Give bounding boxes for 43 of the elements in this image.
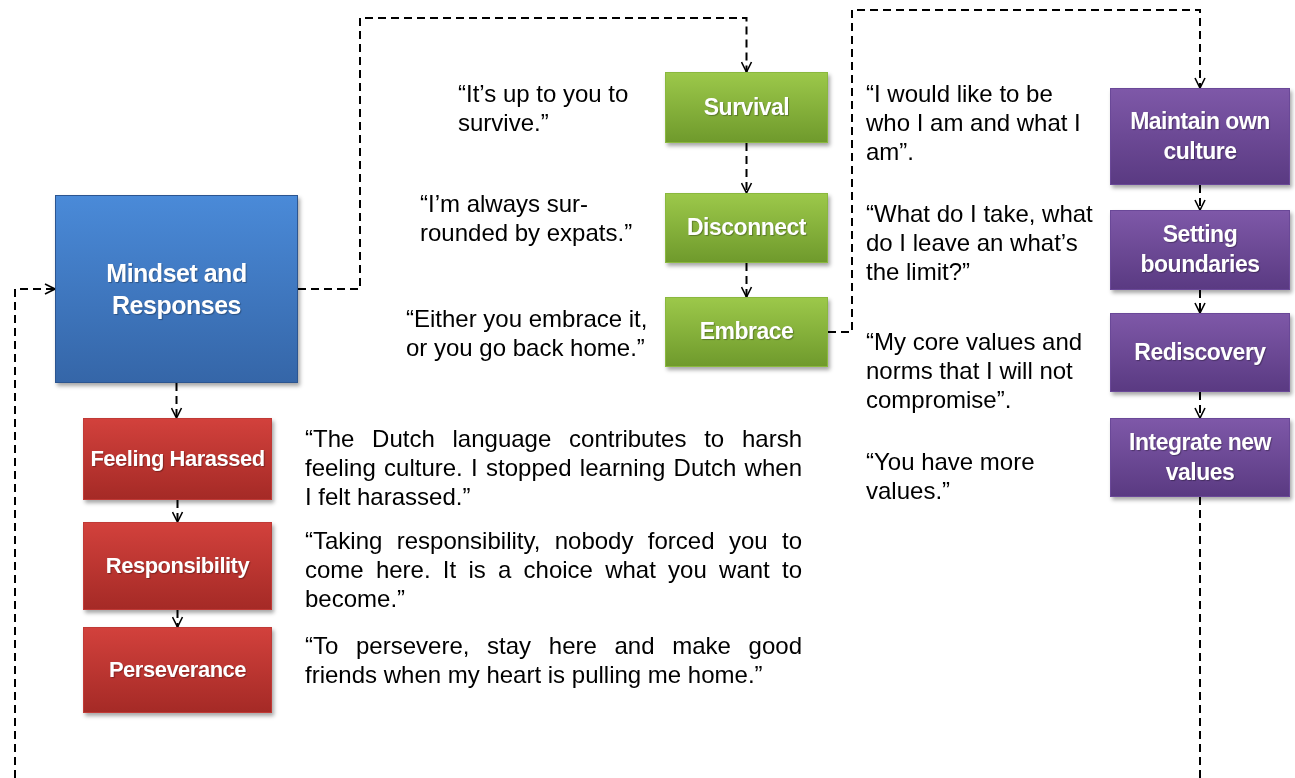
- quote-text: “I would like to be who I am and what I am”.: [866, 80, 1082, 167]
- quote-text: “To persevere, stay here and make good friends when my heart is pulling me home.”: [305, 632, 802, 690]
- process-box: [83, 627, 272, 713]
- box-label: Maintain own culture: [1129, 106, 1271, 166]
- arrow: [1194, 391, 1206, 419]
- arrow: [1194, 184, 1206, 211]
- process-box: [83, 418, 272, 500]
- quote-text: “Either you embrace it, or you go back home.”: [406, 305, 649, 363]
- box-label: Survival: [702, 92, 791, 122]
- quote-text: “You have more values.”: [866, 448, 1036, 506]
- process-box: [665, 72, 828, 143]
- process-box: [55, 195, 298, 383]
- process-box: [1110, 418, 1290, 497]
- quote-text: “Taking responsibility, nobody forced you to come here. It is a choice what you want to become.”: [305, 527, 802, 614]
- arrow: [14, 283, 56, 778]
- box-label: Feeling Harassed: [89, 444, 266, 473]
- process-box: [83, 522, 272, 610]
- quote-text: “I’m always sur- rounded by expats.”: [420, 190, 634, 248]
- box-label: Setting boundaries: [1139, 220, 1261, 279]
- arrow: [827, 9, 1206, 333]
- box-label: Perseverance: [107, 655, 248, 684]
- box-label: Rediscovery: [1133, 337, 1267, 367]
- arrow: [740, 262, 753, 298]
- arrow: [740, 142, 753, 194]
- process-box: [665, 193, 828, 263]
- box-label: Integrate new values: [1128, 427, 1273, 487]
- box-label: Embrace: [698, 317, 795, 347]
- quote-text: “My core values and norms that I will not compromise”.: [866, 328, 1084, 415]
- quote-text: “The Dutch language contributes to harsh feeling culture. I stopped learning Dutch when I felt harassed.”: [305, 425, 802, 512]
- box-label: Mindset and Responses: [105, 257, 248, 321]
- box-label: Disconnect: [686, 213, 807, 243]
- process-box: [1110, 88, 1290, 185]
- arrow: [1194, 289, 1206, 314]
- quote-text: “What do I take, what do I leave an what’s the limit?”: [866, 200, 1094, 287]
- arrow: [297, 17, 753, 290]
- process-box: [1110, 210, 1290, 290]
- process-box: [1110, 313, 1290, 392]
- arrow: [170, 382, 183, 419]
- process-box: [665, 297, 828, 367]
- box-label: Responsibility: [104, 551, 251, 580]
- arrow: [171, 499, 184, 523]
- quote-text: “It’s up to you to survive.”: [458, 80, 630, 138]
- arrow: [171, 609, 184, 628]
